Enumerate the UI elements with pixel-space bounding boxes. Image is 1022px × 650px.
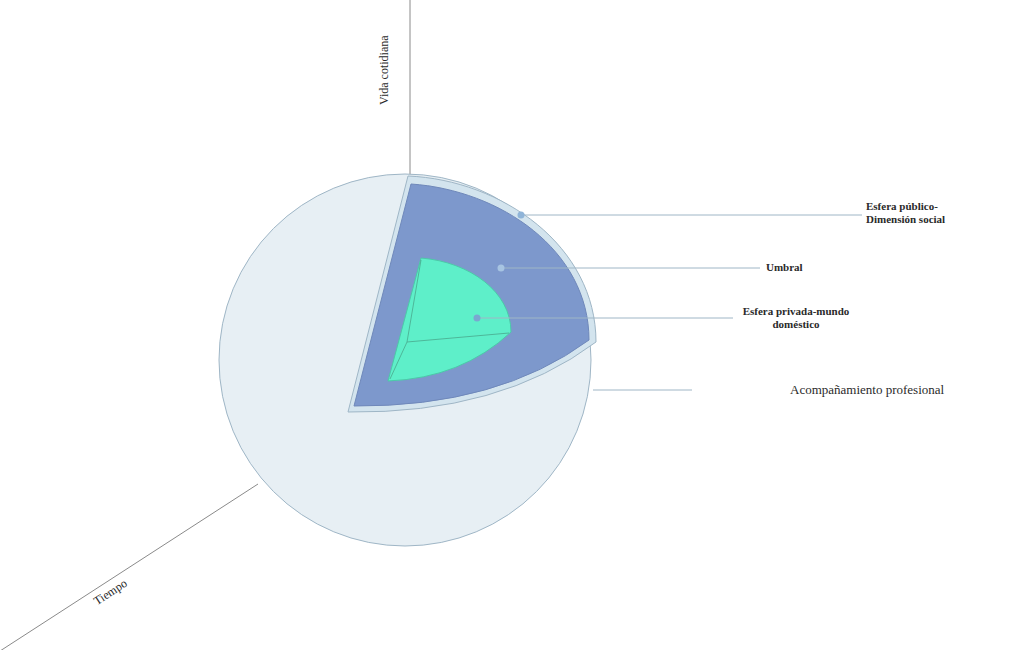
private-sphere-core (388, 258, 511, 381)
leader-line (502, 268, 760, 269)
public-sphere-shell (348, 176, 596, 412)
leader-line (522, 215, 862, 216)
leader-line (593, 390, 692, 391)
axis-line (410, 0, 411, 182)
callout-dot (518, 212, 525, 219)
axis-label: Vida cotidiana (377, 35, 391, 105)
callout-dot (474, 315, 481, 322)
region-label: Esfera público-Dimensión social (866, 200, 958, 226)
axis-label: Tiempo (91, 576, 130, 608)
inner-axis (407, 333, 509, 342)
callout-dot (498, 265, 505, 272)
threshold-region (354, 184, 589, 406)
inner-axis (390, 342, 407, 379)
region-label: Acompañamiento profesional (790, 382, 944, 398)
inner-axis (407, 260, 421, 342)
region-label: Umbral (766, 261, 803, 274)
leader-line (478, 318, 733, 319)
axis-line (0, 484, 258, 650)
region-label: Esfera privada-mundo doméstico (737, 305, 855, 331)
